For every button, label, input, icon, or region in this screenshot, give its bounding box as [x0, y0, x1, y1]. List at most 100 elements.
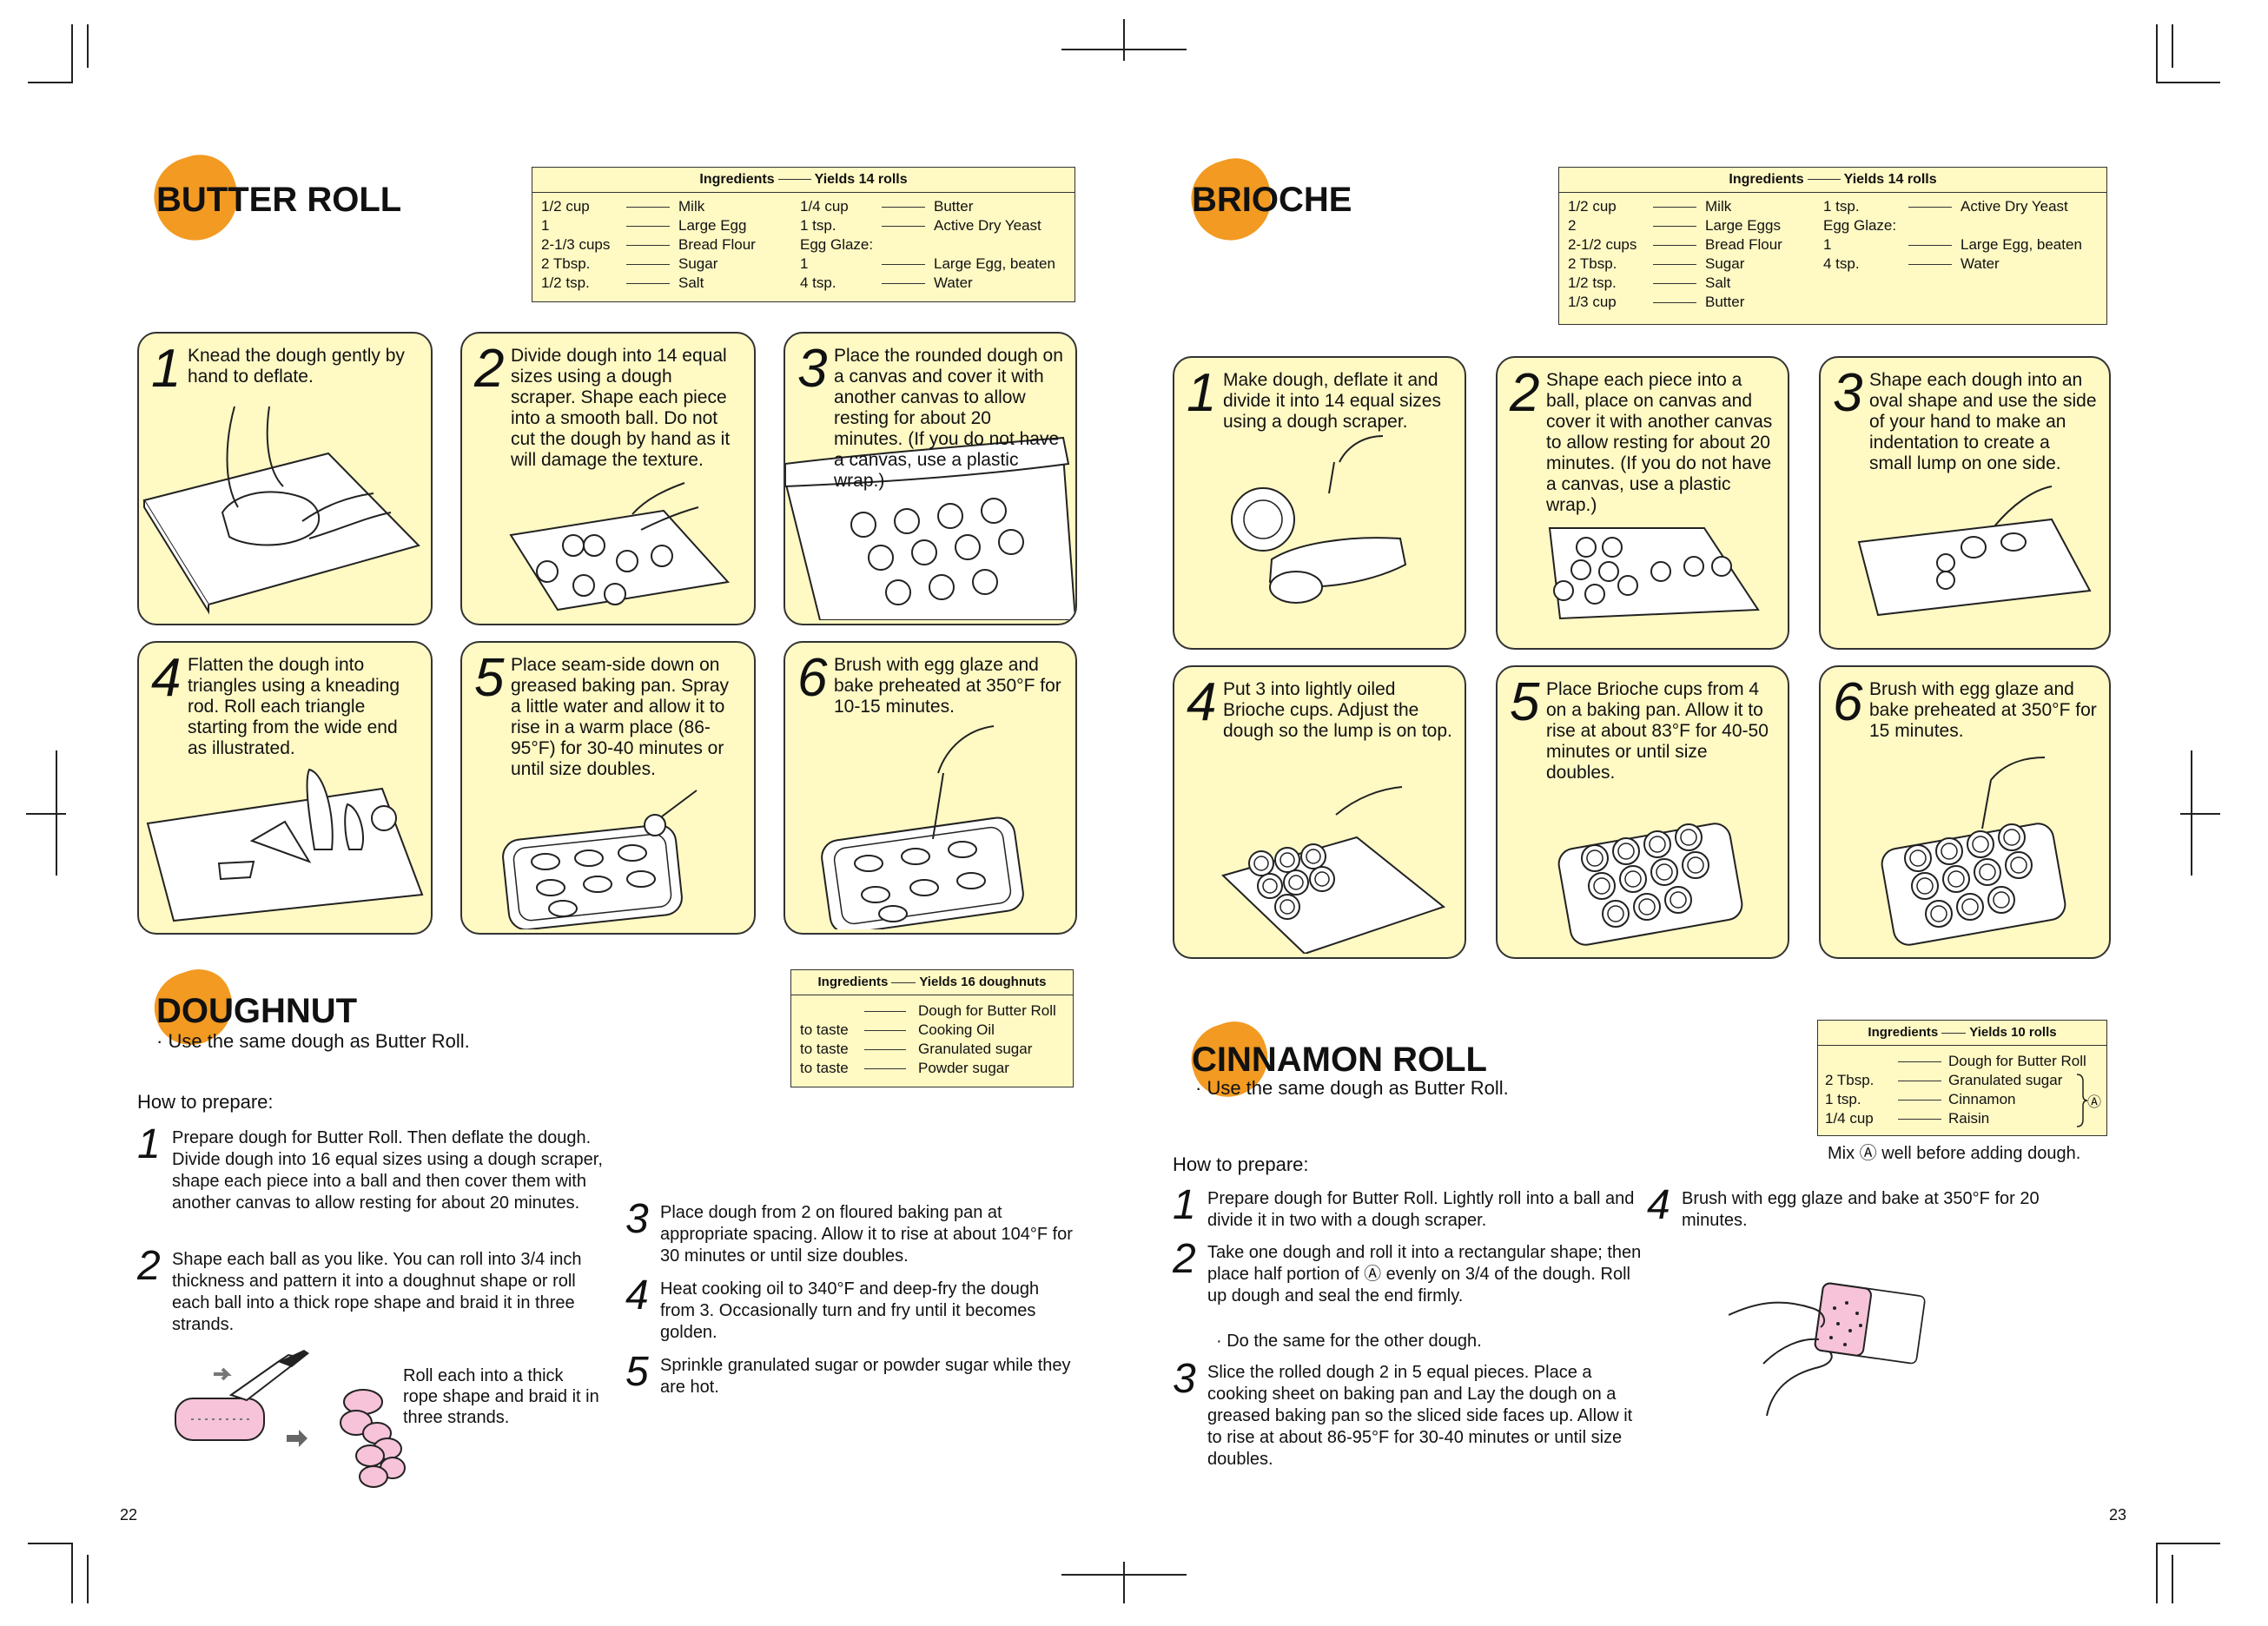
ingredient-name: Butter	[1705, 294, 1745, 310]
ingredient-name: Large Eggs	[1705, 217, 1781, 234]
ingredient-name: Salt	[1705, 274, 1731, 291]
ingredient-row: Egg Glaze:	[1559, 216, 2106, 235]
step-illustration	[1857, 486, 2092, 617]
step-number: 4	[1647, 1182, 1670, 1228]
ingredient-quantity: 2 Tbsp.	[1825, 1072, 1875, 1088]
ingredient-name: Cinnamon	[1948, 1091, 2016, 1107]
step-number: 1	[151, 339, 182, 399]
ingredient-row: Dough for Butter Roll	[791, 1001, 1073, 1021]
ingredient-name: Active Dry Yeast	[1961, 198, 2068, 215]
page-number-right: 23	[2109, 1506, 2127, 1524]
ingredient-name: Large Egg	[678, 217, 747, 234]
step-text: Place dough from 2 on floured baking pan…	[660, 1203, 1073, 1266]
ingredient-name: Powder sugar	[918, 1060, 1009, 1076]
cinnamon-how-to-label: How to prepare:	[1173, 1153, 1309, 1175]
ingredient-row: 1/2 tsp.Salt	[532, 274, 1074, 293]
step-text: Brush with egg glaze and bake at 350°F f…	[1682, 1189, 2040, 1230]
step-text: Prepare dough for Butter Roll. Then defl…	[172, 1128, 603, 1213]
step-illustration	[785, 436, 1075, 620]
step-number: 3	[1833, 363, 1863, 423]
step-text: Brush with egg glaze and bake preheated …	[834, 655, 1061, 717]
step-text: Put 3 into lightly oiled Brioche cups. A…	[1223, 679, 1452, 741]
leader-line	[864, 1068, 906, 1069]
butter-roll-title: BUTTER ROLL	[156, 181, 402, 219]
leader-line	[882, 226, 925, 227]
leader-line	[1908, 207, 1952, 208]
leader-line	[626, 226, 670, 227]
step-illustration	[1548, 527, 1760, 620]
ingredient-row: 1 tsp.Active Dry Yeast	[1559, 197, 2106, 216]
step-number: 5	[1510, 672, 1540, 732]
ingredient-name: Butter	[934, 198, 974, 215]
ingredient-quantity: 1	[541, 217, 550, 234]
leader-line	[1653, 302, 1696, 303]
leader-line	[626, 283, 670, 284]
ingredient-name: Dough for Butter Roll	[918, 1002, 1056, 1019]
ingredient-row: 4 tsp.Water	[532, 274, 1074, 293]
step-illustration	[821, 725, 1024, 929]
ingredient-quantity: 4 tsp.	[800, 274, 836, 291]
ingredient-name: Sugar	[678, 255, 718, 272]
leader-line	[864, 1049, 906, 1050]
ingredient-name: Large Egg, beaten	[934, 255, 1055, 272]
step-text: Knead the dough gently by hand to deflat…	[188, 346, 405, 387]
ingredient-name: Sugar	[1705, 255, 1745, 272]
ingredient-name: Bread Flour	[678, 236, 756, 253]
doughnut-title: DOUGHNUT	[156, 992, 358, 1030]
ingredient-name: Large Egg, beaten	[1961, 236, 2082, 253]
cinnamon-mix-note: Mix Ⓐ well before adding dough.	[1828, 1144, 2081, 1163]
ingredient-row: to taste Powder sugar	[791, 1059, 1073, 1078]
step-number: 2	[1173, 1236, 1196, 1282]
cinnamon-illustration	[1729, 1282, 1926, 1416]
page-number-left: 22	[120, 1506, 138, 1524]
ingredient-quantity: Egg Glaze:	[1823, 217, 1897, 234]
step-illustration	[1231, 435, 1407, 604]
step-number: 6	[1833, 672, 1863, 732]
step-number: 3	[797, 339, 828, 399]
ingredient-name: Granulated sugar	[1948, 1072, 2063, 1088]
ingredient-name: Dough for Butter Roll	[1948, 1053, 2086, 1069]
cinnamon-roll-subtitle: · Use the same dough as Butter Roll.	[1195, 1077, 1509, 1099]
leader-line	[1653, 245, 1696, 246]
ingredient-quantity: 4 tsp.	[1823, 255, 1860, 272]
step-text: Shape each ball as you like. You can rol…	[172, 1250, 582, 1334]
ingredient-row: to taste Granulated sugar	[791, 1040, 1073, 1059]
doughnut-illustration	[175, 1350, 406, 1488]
step-illustration	[1557, 823, 1743, 946]
ingredient-quantity: to taste	[800, 1041, 849, 1057]
step-illustration	[146, 768, 424, 922]
leader-line	[1653, 207, 1696, 208]
step-number: 1	[1173, 1182, 1196, 1228]
ingredient-row: 2 Tbsp.Sugar	[1559, 254, 2106, 274]
ingredient-row: 1/2 tsp.Salt	[1559, 274, 2106, 293]
ingredient-row: 2 Tbsp. Granulated sugar	[1818, 1071, 2106, 1090]
ingredient-row: 2 Tbsp.Sugar	[532, 254, 1074, 274]
ingredient-quantity: 1	[1823, 236, 1832, 253]
step-text: Make dough, deflate it and divide it int…	[1223, 370, 1441, 432]
step-number: 3	[625, 1196, 649, 1242]
step-illustration	[509, 482, 730, 611]
ingredient-name: Milk	[678, 198, 705, 215]
leader-line	[626, 207, 670, 208]
ingredient-quantity: to taste	[800, 1060, 849, 1076]
leader-line	[882, 264, 925, 265]
step-number: 5	[474, 648, 505, 708]
ingredient-name: Milk	[1705, 198, 1732, 215]
doughnut-subtitle: · Use the same dough as Butter Roll.	[156, 1030, 470, 1052]
step-text: Slice the rolled dough 2 in 5 equal piec…	[1207, 1363, 1633, 1469]
ingredient-name: Granulated sugar	[918, 1041, 1033, 1057]
